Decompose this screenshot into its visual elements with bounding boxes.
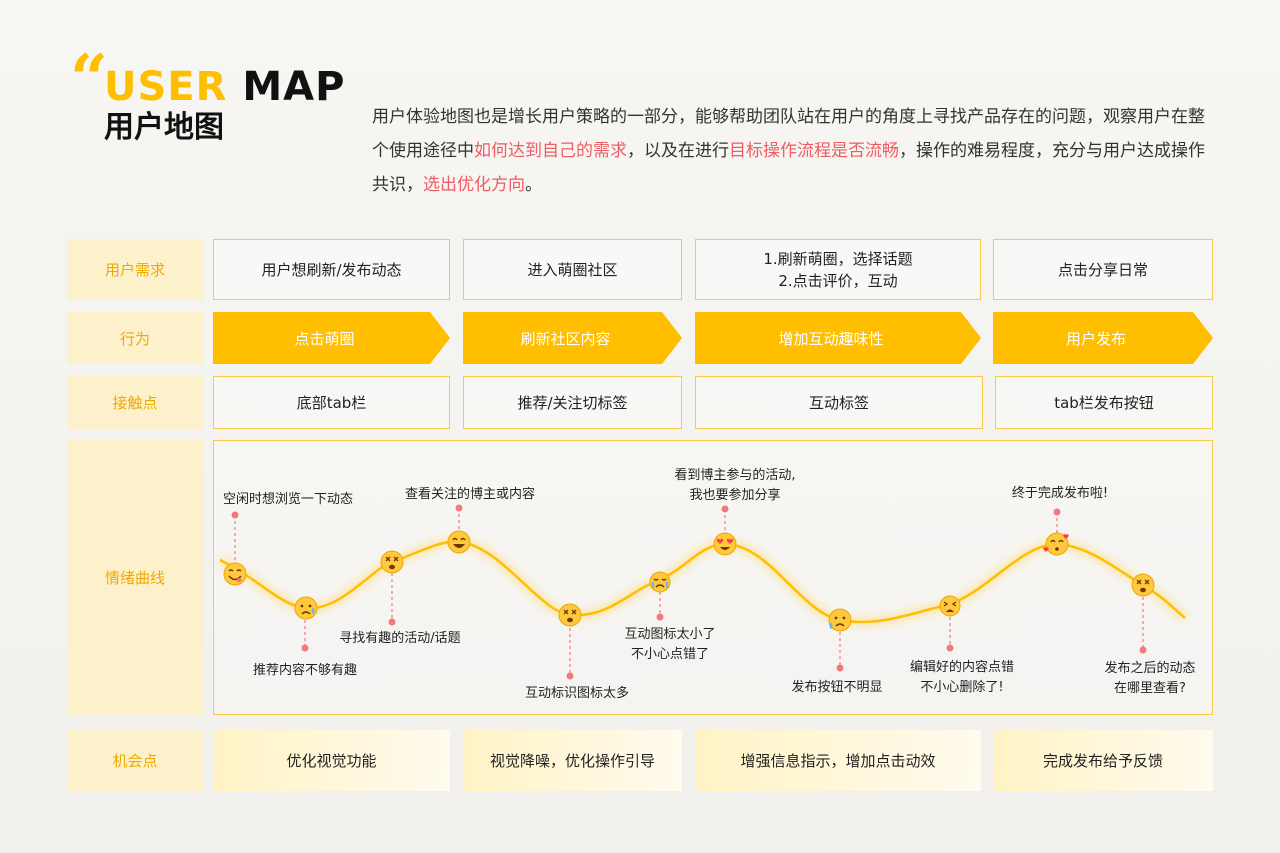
behavior-arrow: 增加互动趣味性 xyxy=(695,312,981,364)
title-en-user: USER xyxy=(104,64,228,110)
intro-text-3: ，操作的难易程度，充分与用户达成操作共识， xyxy=(372,141,1205,195)
emotion-label: 互动标识图标太多 xyxy=(524,686,630,701)
emotion-label: 互动图标太小了 不小心点错了 xyxy=(624,627,716,662)
emotion-label: 推荐内容不够有趣 xyxy=(252,663,358,678)
dizzy-face-icon xyxy=(558,603,582,627)
behavior-arrow: 刷新社区内容 xyxy=(463,312,682,364)
intro-highlight-2: 目标操作流程是否流畅 xyxy=(729,141,899,161)
row-label-needs: 用户需求 xyxy=(67,239,203,300)
row-label-opportunity: 机会点 xyxy=(67,730,203,791)
opportunity-cell: 完成发布给予反馈 xyxy=(993,730,1213,791)
intro-paragraph: 用户体验地图也是增长用户策略的一部分，能够帮助团队站在用户的角度上寻找产品存在的… xyxy=(372,100,1212,202)
emotion-label: 查看关注的博主或内容 xyxy=(404,487,536,502)
connector-dot xyxy=(231,511,239,519)
emotion-label: 空闲时想浏览一下动态 xyxy=(222,492,354,507)
title-cn: 用户地图 xyxy=(104,110,224,145)
row-label-touchpoint: 接触点 xyxy=(67,376,203,429)
heart-eyes-face-icon xyxy=(713,532,737,556)
opportunity-cell: 视觉降噪，优化操作引导 xyxy=(463,730,682,791)
dizzy-face-icon xyxy=(1131,573,1155,597)
behavior-arrow: 用户发布 xyxy=(993,312,1213,364)
emotion-curve-panel xyxy=(213,440,1213,715)
row-label-emotion: 情绪曲线 xyxy=(67,440,203,715)
touchpoint-cell: tab栏发布按钮 xyxy=(995,376,1213,429)
kissing-hearts-face-icon xyxy=(1043,532,1069,556)
connector-dot xyxy=(1053,508,1061,516)
intro-highlight-3: 选出优化方向 xyxy=(423,175,525,195)
emotion-label: 编辑好的内容点错 不小心删除了! xyxy=(909,660,1015,695)
opportunity-cell: 增强信息指示，增加点击动效 xyxy=(695,730,981,791)
behavior-arrow: 点击萌圈 xyxy=(213,312,450,364)
need-cell: 用户想刷新/发布动态 xyxy=(213,239,450,300)
emotion-label: 发布之后的动态 在哪里查看? xyxy=(1104,661,1196,696)
intro-highlight-1: 如何达到自己的需求 xyxy=(474,141,627,161)
connector-dot xyxy=(455,504,463,512)
emotion-label: 看到博主参与的活动, 我也要参加分享 xyxy=(674,468,796,503)
smiley-icon xyxy=(223,562,247,586)
intro-text-4: 。 xyxy=(525,175,542,195)
quote-mark-icon: “ xyxy=(70,40,108,118)
emotion-label: 终于完成发布啦! xyxy=(1011,486,1109,501)
need-cell: 点击分享日常 xyxy=(993,239,1213,300)
connector-dot xyxy=(388,618,396,626)
connector-dot xyxy=(656,613,664,621)
connector-dot xyxy=(1139,646,1147,654)
need-cell: 进入萌圈社区 xyxy=(463,239,682,300)
emotion-label: 发布按钮不明显 xyxy=(791,680,883,695)
connector-dot xyxy=(566,672,574,680)
connector-dot xyxy=(721,505,729,513)
dizzy-face-icon xyxy=(380,550,404,574)
intro-text-1: 用户体验地图也是增长用户策略的一部分，能够帮助团队站在用户的角度上寻找产品存在的… xyxy=(372,107,1205,161)
connector-dot xyxy=(836,664,844,672)
connector-dot xyxy=(946,644,954,652)
intro-text-2: ，以及在进行 xyxy=(627,141,729,161)
opportunity-cell: 优化视觉功能 xyxy=(213,730,450,791)
title-en-map: MAP xyxy=(242,64,346,110)
crying-face-icon xyxy=(828,608,852,632)
touchpoint-cell: 底部tab栏 xyxy=(213,376,450,429)
title-en: USER MAP xyxy=(104,62,345,112)
touchpoint-cell: 推荐/关注切标签 xyxy=(463,376,682,429)
crying-face-icon xyxy=(649,571,671,593)
emotion-label: 寻找有趣的活动/话题 xyxy=(339,631,461,646)
connector-dot xyxy=(301,644,309,652)
touchpoint-cell: 互动标签 xyxy=(695,376,983,429)
sad-face-icon xyxy=(294,596,318,620)
grinning-face-icon xyxy=(447,530,471,554)
need-cell: 1.刷新萌圈，选择话题 2.点击评价，互动 xyxy=(695,239,981,300)
row-label-behavior: 行为 xyxy=(67,312,203,364)
tired-face-icon xyxy=(939,595,961,617)
